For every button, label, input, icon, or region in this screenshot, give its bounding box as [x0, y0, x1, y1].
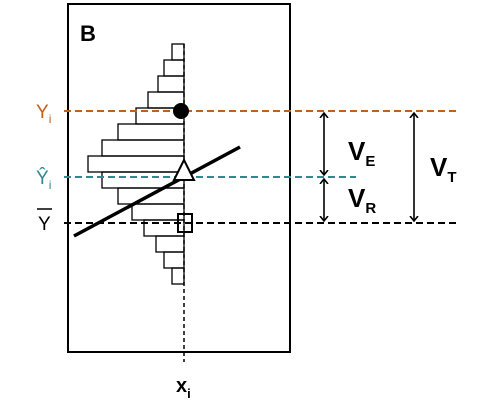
predicted-point-marker	[172, 157, 196, 181]
observed-point-marker	[173, 103, 189, 119]
v-total-label: VT	[430, 152, 457, 186]
v-residual-label: VR	[348, 183, 376, 217]
y-mean-label: Y	[38, 214, 51, 235]
y-predicted-label: Ŷi	[36, 167, 51, 192]
v-explained-label: VE	[348, 136, 375, 170]
panel-label: B	[80, 21, 96, 46]
mean-point-marker	[177, 213, 193, 233]
y-observed-label: Yi	[36, 102, 51, 126]
regression-line	[73, 145, 241, 238]
x-i-label: xi	[176, 375, 191, 401]
